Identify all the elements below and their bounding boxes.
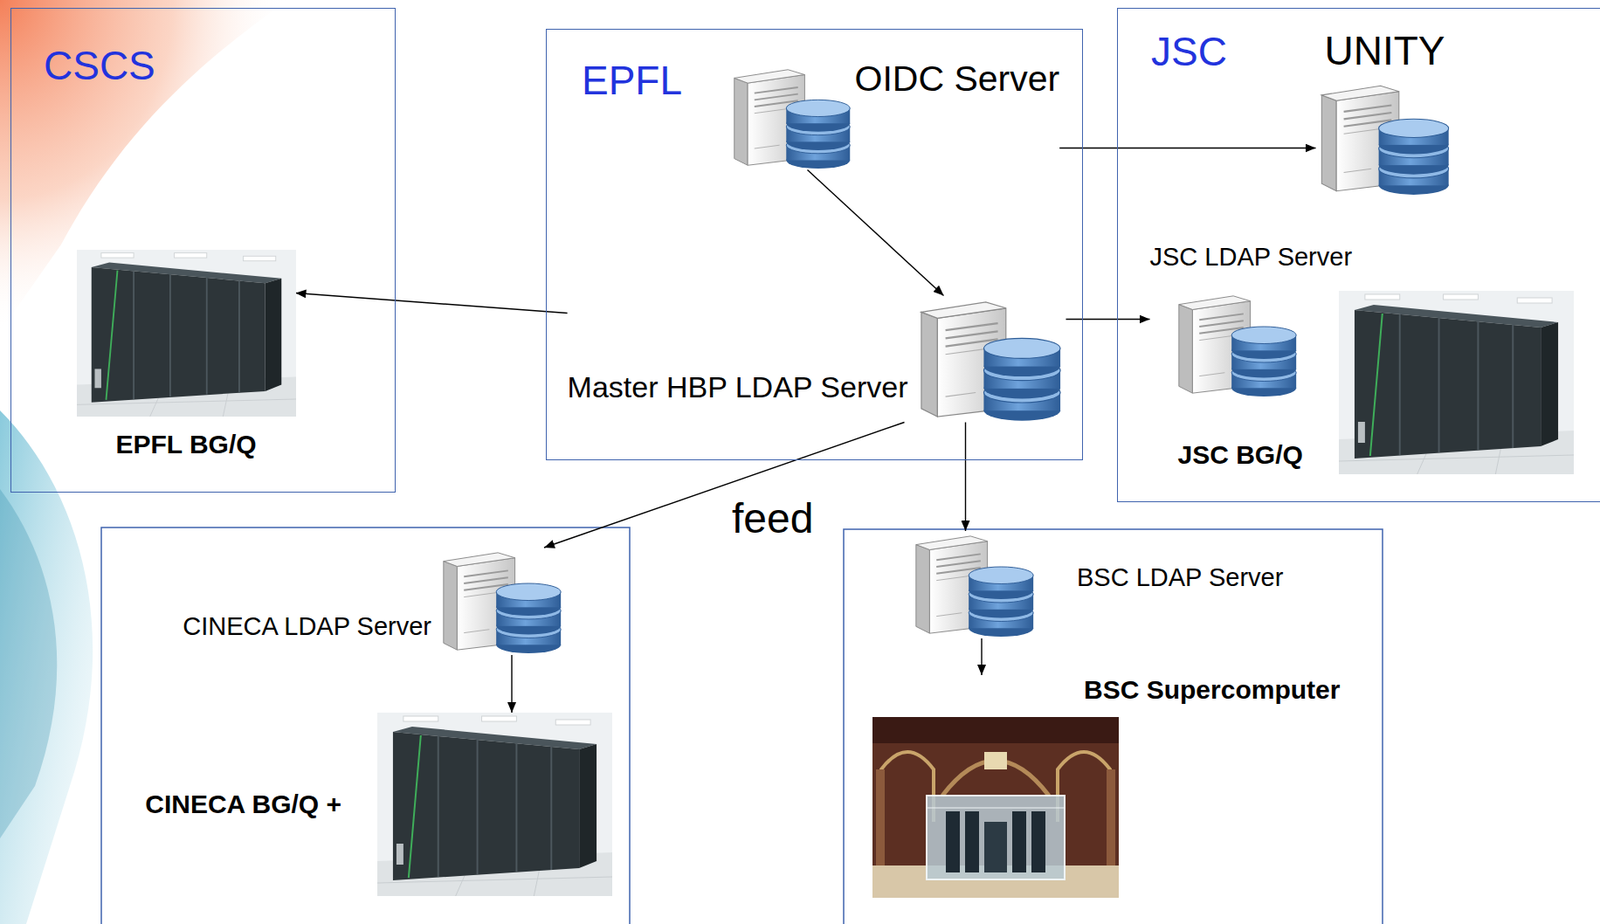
- supercomputer-node: BSC Supercomputer: [872, 675, 1340, 898]
- supercomputer-node: EPFL BG/Q: [76, 249, 297, 461]
- decor-swirl: [0, 489, 57, 839]
- site-region: EPFL OIDC ServerMaster HBP LDAP Server: [545, 28, 1083, 461]
- node-label: JSC LDAP Server: [1150, 242, 1353, 272]
- server-icon: [729, 64, 856, 171]
- node-label: CINECA BG/Q +: [144, 789, 342, 821]
- connector-arrow: [807, 170, 945, 297]
- server-node: OIDC Server: [729, 58, 1061, 171]
- site-name: CSCS: [43, 42, 156, 90]
- server-icon: [1173, 290, 1302, 399]
- server-icon: [1316, 80, 1455, 197]
- site-region: JSC UNITY JSC LDAP ServerJSC BG/Q: [1117, 7, 1600, 503]
- node-label: CINECA LDAP Server: [182, 612, 432, 642]
- connector-arrow: [980, 638, 982, 676]
- node-label: BSC Supercomputer: [1083, 675, 1340, 706]
- supercomputer-node: JSC BG/Q: [1178, 290, 1574, 475]
- decor-swirl: [0, 410, 93, 924]
- supercomputer-picture: [872, 717, 1119, 898]
- site-region: CSCS EPFL BG/Q: [10, 7, 396, 493]
- flow-label: feed: [731, 494, 814, 543]
- node-label: UNITY: [1324, 27, 1446, 75]
- server-icon: [910, 531, 1039, 639]
- supercomputer-node: CINECA BG/Q +: [144, 712, 613, 897]
- connector-arrow: [544, 422, 905, 549]
- server-icon: [915, 296, 1067, 423]
- supercomputer-picture: [377, 712, 613, 897]
- server-node: UNITY: [1316, 27, 1455, 198]
- site-outline: [843, 529, 1383, 924]
- node-label: Master HBP LDAP Server: [567, 370, 909, 405]
- server-icon: [438, 547, 566, 656]
- server-node: CINECA LDAP Server: [182, 547, 566, 656]
- server-node: JSC LDAP Server: [1150, 242, 1353, 399]
- site-name: EPFL: [581, 57, 683, 104]
- server-node: BSC LDAP Server: [910, 531, 1283, 639]
- site-outline: [101, 527, 630, 924]
- site-name: JSC: [1151, 28, 1228, 76]
- connector-arrow: [965, 422, 966, 532]
- node-label: JSC BG/Q: [1178, 440, 1304, 471]
- node-label: EPFL BG/Q: [115, 429, 256, 461]
- supercomputer-picture: [76, 249, 297, 417]
- connector-arrow: [296, 293, 568, 314]
- connector-arrow: [1066, 318, 1151, 320]
- supercomputer-picture: [1338, 290, 1574, 475]
- node-label: BSC LDAP Server: [1076, 563, 1283, 593]
- node-label: OIDC Server: [855, 58, 1061, 100]
- connector-arrow: [510, 655, 512, 713]
- server-node: Master HBP LDAP Server: [567, 296, 1067, 423]
- connector-arrow: [1059, 147, 1316, 149]
